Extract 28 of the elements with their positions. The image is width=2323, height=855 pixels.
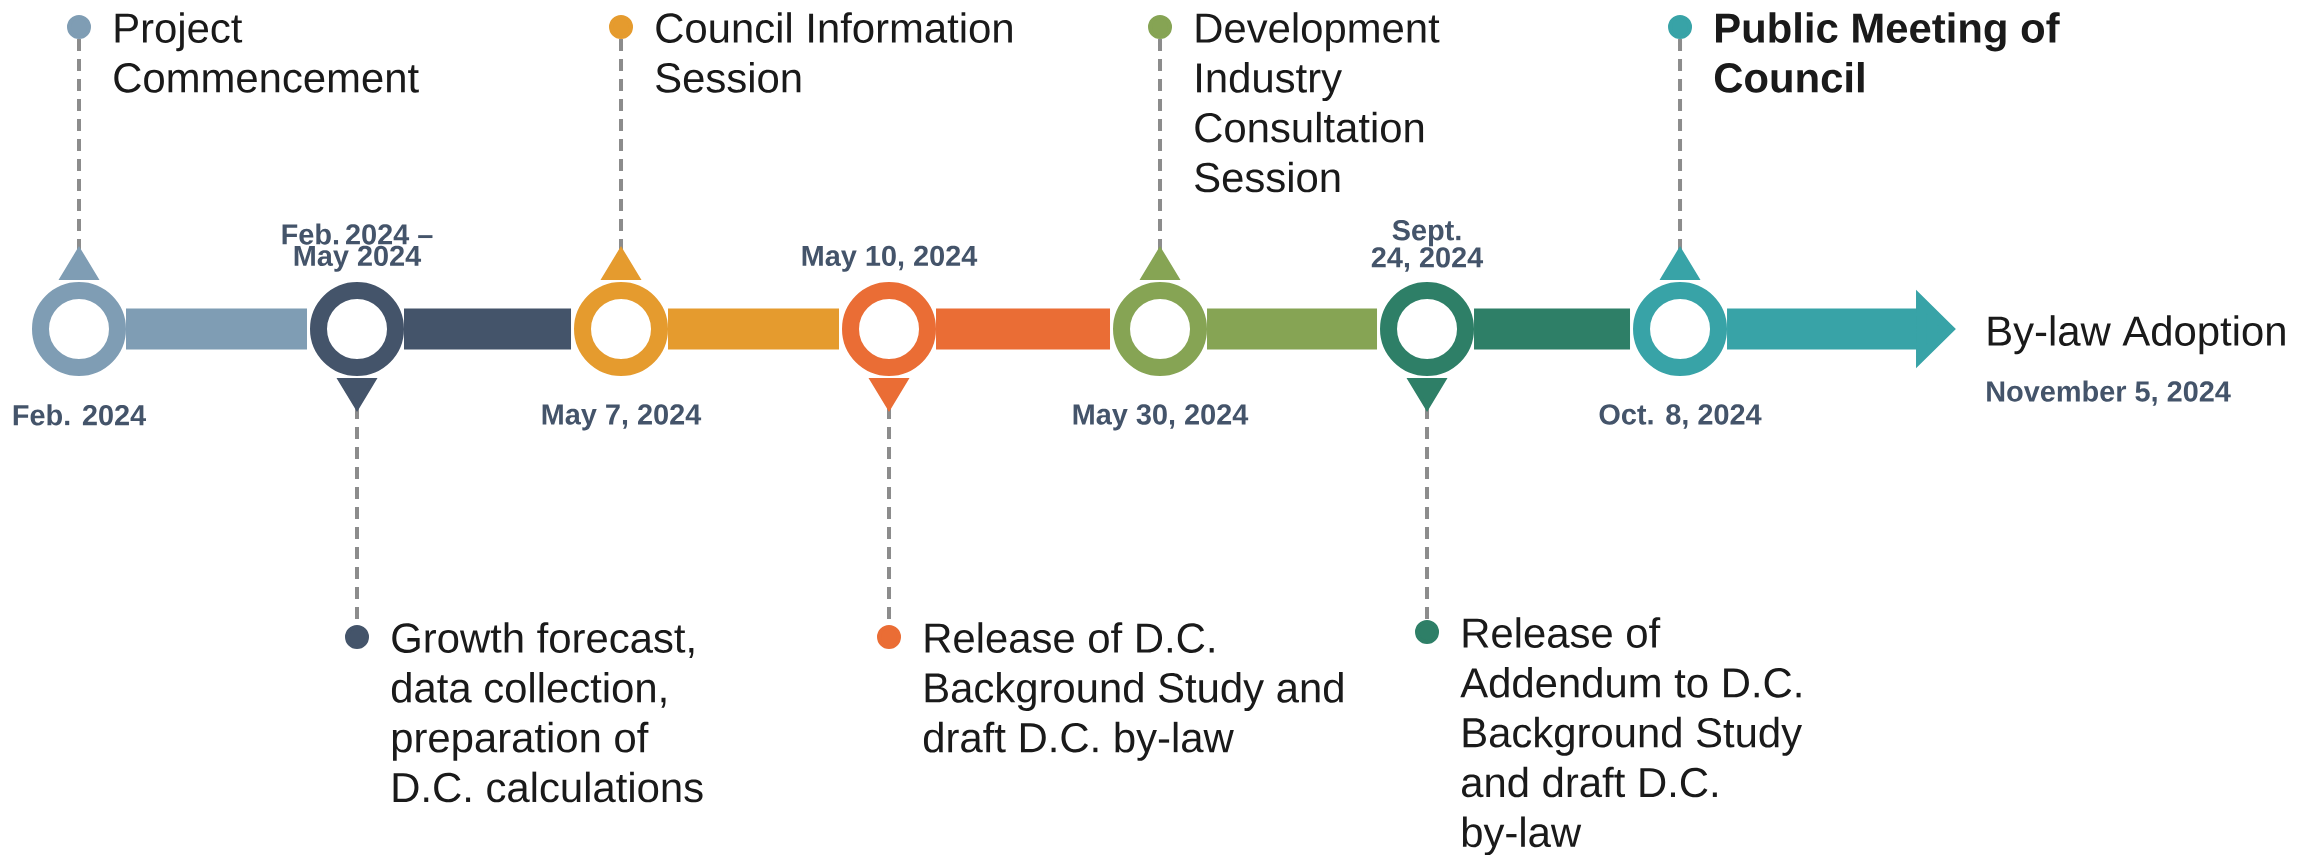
milestone-ring	[842, 282, 936, 376]
timeline-bar	[936, 308, 1110, 350]
event-text: Project Commencement	[114, 12, 419, 93]
timeline-bar	[1474, 308, 1630, 350]
timeline-bar	[404, 308, 571, 350]
milestone-ring	[310, 282, 404, 376]
date-label: May 7, 2024	[542, 404, 702, 431]
event-text: Public Meeting of Council	[1714, 12, 2060, 93]
date-label: Feb. 2024 – May 2024	[282, 223, 433, 272]
date-label: May 10, 2024	[802, 245, 978, 272]
event-text: Release of Addendum to D.C. Background Study and draft D.C. by-law	[1460, 617, 1802, 855]
timeline-bar	[668, 308, 839, 350]
event-text: Release of D.C. Background Study and draft D.C. by-law	[923, 622, 1343, 761]
date-label: May 30, 2024	[1073, 404, 1249, 431]
timeline-bar	[126, 308, 307, 350]
milestone-ring	[32, 282, 126, 376]
milestone-ring	[1633, 282, 1728, 376]
date-label: Oct. 8, 2024	[1599, 404, 1762, 429]
date-label: Sept. 24, 2024	[1371, 220, 1484, 272]
event-text: Growth forecast, data collection, preparation of D.C. calculations	[391, 622, 703, 803]
event-text: Development Industry Consultation Session	[1195, 12, 1440, 193]
milestone-ring	[574, 282, 668, 376]
date-label: Feb. 2024	[13, 404, 146, 426]
milestone-text: By-law Adoption November 5, 2024	[1987, 315, 2285, 406]
event-text: Council Information Session	[656, 12, 1012, 93]
milestone-ring	[1380, 282, 1474, 376]
milestone-ring	[1113, 282, 1207, 376]
timeline-bar	[1207, 308, 1377, 350]
